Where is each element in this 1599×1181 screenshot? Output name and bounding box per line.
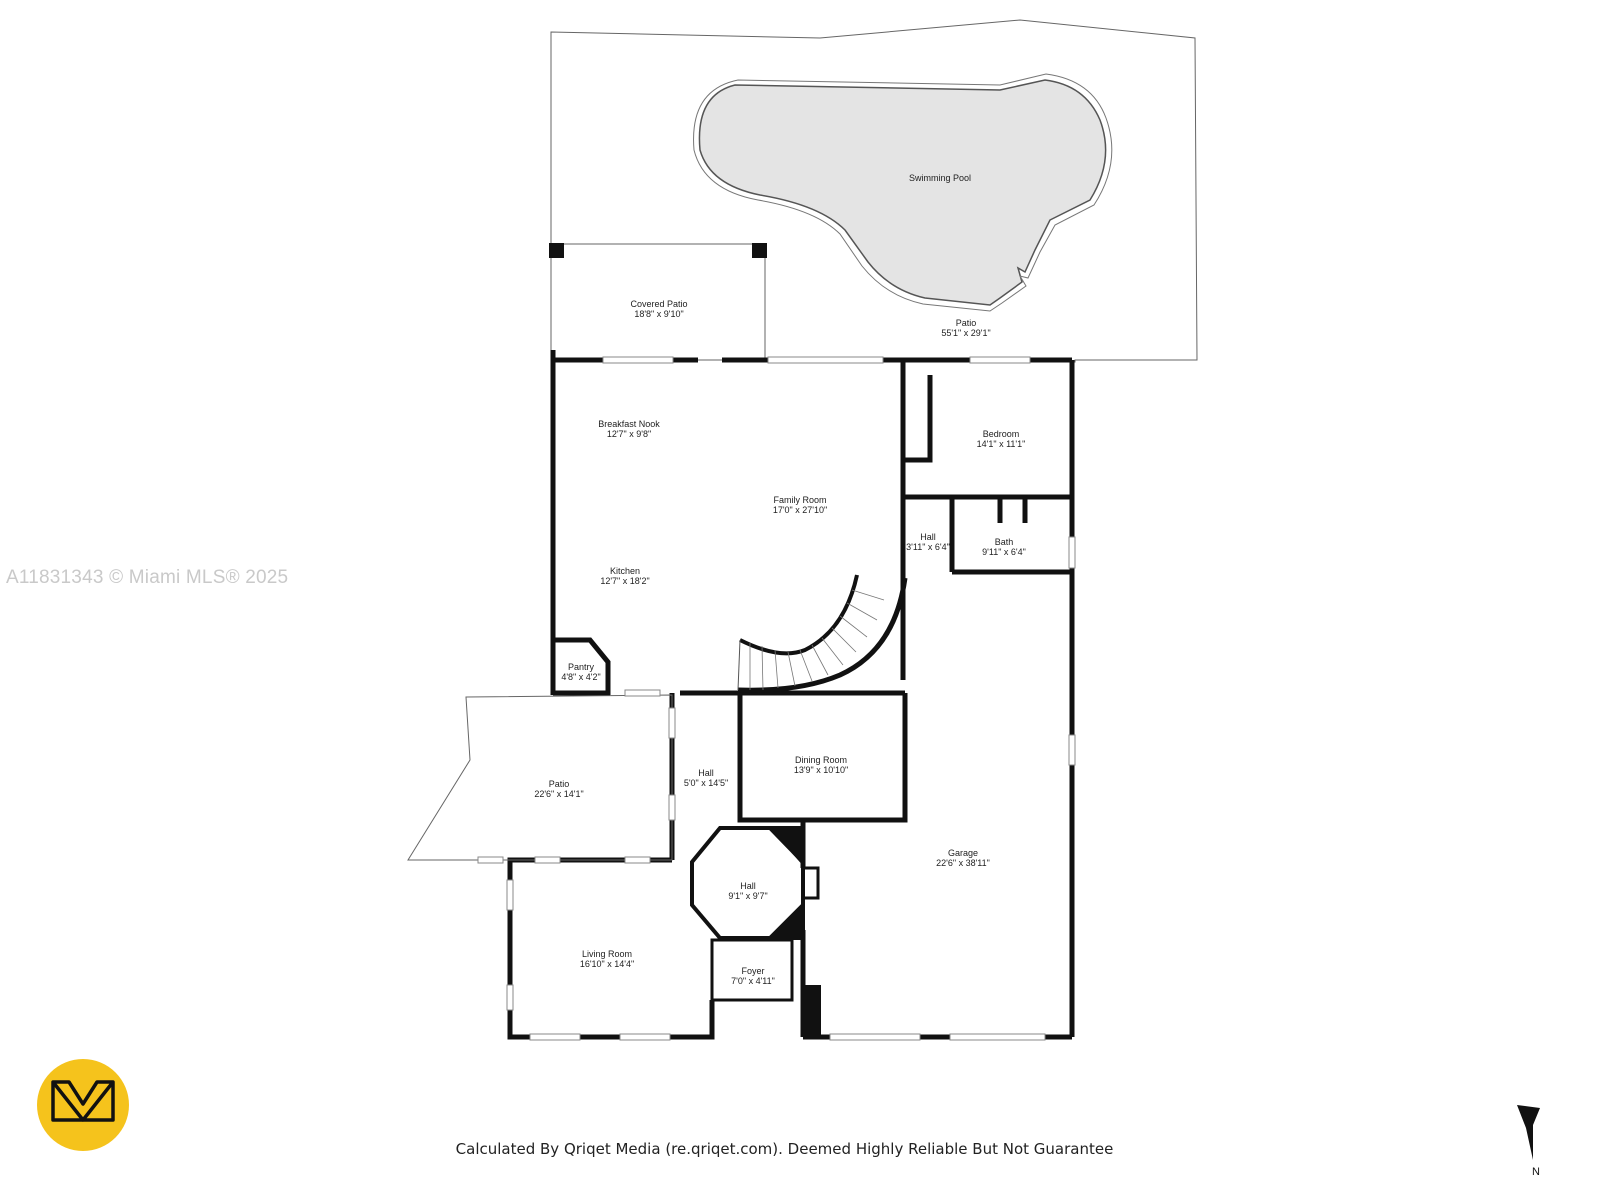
footer-disclaimer: Calculated By Qriqet Media (re.qriqet.co…	[0, 1140, 1599, 1158]
covered-patio-post	[752, 243, 767, 258]
dims-pantry: 4'8" x 4'2"	[561, 672, 600, 682]
label-breakfast-nook: Breakfast Nook	[598, 419, 660, 429]
label-garage: Garage	[948, 848, 978, 858]
windows	[477, 356, 1076, 1041]
dims-garage: 22'6" x 38'11"	[936, 858, 990, 868]
label-dining-room: Dining Room	[795, 755, 847, 765]
covered-patio-post	[549, 243, 564, 258]
label-bedroom: Bedroom	[983, 429, 1020, 439]
label-patio-side: Patio	[549, 779, 570, 789]
dims-family-room: 17'0" x 27'10"	[773, 505, 827, 515]
label-family-room: Family Room	[773, 495, 826, 505]
staircase	[737, 574, 908, 693]
mls-watermark: A11831343 © Miami MLS® 2025	[6, 567, 289, 588]
dims-hall-octagon: 9'1" x 9'7"	[728, 891, 767, 901]
label-hall-small: Hall	[920, 532, 936, 542]
label-hall-long: Hall	[698, 768, 714, 778]
label-foyer: Foyer	[741, 966, 764, 976]
side-patio-outline	[407, 694, 673, 861]
dims-hall-small: 3'11" x 6'4"	[906, 542, 950, 552]
swimming-pool-shape	[698, 79, 1107, 306]
label-pantry: Pantry	[568, 662, 595, 672]
north-label: N	[1532, 1166, 1540, 1178]
dims-bath: 9'11" x 6'4"	[982, 547, 1026, 557]
entry-column	[768, 826, 805, 868]
foyer-outline	[710, 938, 794, 1002]
label-kitchen: Kitchen	[610, 566, 640, 576]
label-bath: Bath	[995, 537, 1014, 547]
entry-column	[768, 905, 805, 940]
qriqet-logo-icon	[37, 1059, 129, 1151]
label-swimming-pool: Swimming Pool	[909, 173, 971, 183]
dims-covered-patio: 18'8" x 9'10"	[634, 309, 683, 319]
dims-living-room: 16'10" x 14'4"	[580, 959, 634, 969]
dims-dining-room: 13'9" x 10'10"	[794, 765, 848, 775]
dims-hall-long: 5'0" x 14'5"	[684, 778, 728, 788]
footer-text: Calculated By Qriqet Media (re.qriqet.co…	[455, 1140, 1114, 1158]
dims-breakfast-nook: 12'7" x 9'8"	[607, 429, 651, 439]
dims-kitchen: 12'7" x 18'2"	[600, 576, 649, 586]
dims-patio-rear: 55'1" x 29'1"	[941, 328, 990, 338]
dims-patio-side: 22'6" x 14'1"	[534, 789, 583, 799]
label-patio-rear: Patio	[956, 318, 977, 328]
north-arrow-icon	[1517, 1105, 1540, 1160]
label-hall-octagon: Hall	[740, 881, 756, 891]
entry-column	[803, 985, 821, 1037]
entry-column	[801, 866, 820, 900]
label-covered-patio: Covered Patio	[630, 299, 687, 309]
dims-bedroom: 14'1" x 11'1"	[977, 439, 1026, 449]
room-labels: Swimming Pool Patio 55'1" x 29'1" Covere…	[534, 173, 1026, 986]
dims-foyer: 7'0" x 4'11"	[731, 976, 775, 986]
swimming-pool-edge	[693, 73, 1113, 312]
label-living-room: Living Room	[582, 949, 632, 959]
